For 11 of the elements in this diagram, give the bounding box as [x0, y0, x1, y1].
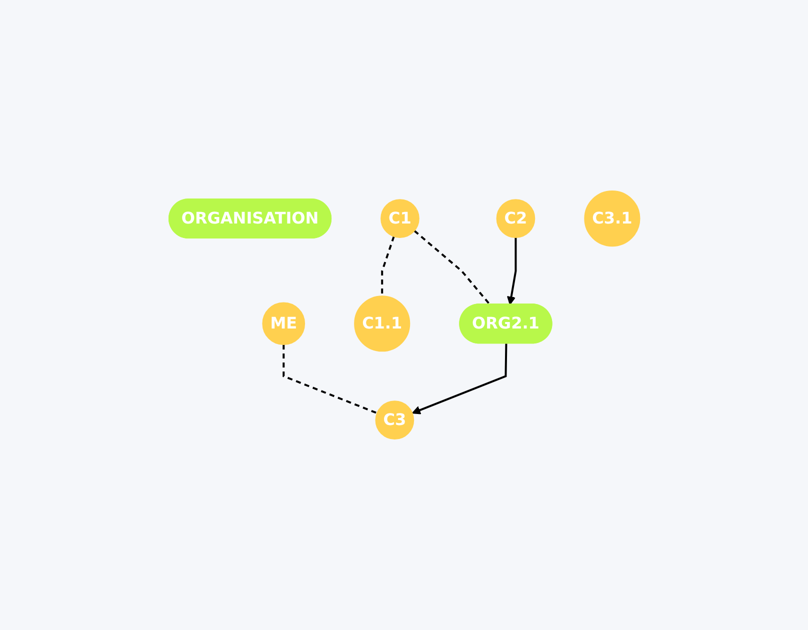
node-circle: C1.1: [354, 296, 410, 352]
node-circle: ME: [262, 302, 305, 346]
connector: [282, 344, 378, 414]
node-circle: C3: [374, 400, 414, 440]
node-circle: C2: [496, 199, 535, 238]
connector: [413, 230, 490, 306]
connector: [380, 236, 394, 296]
arrow: [506, 237, 516, 305]
node-circle: C1: [380, 199, 420, 238]
node-circle: C3.1: [584, 190, 640, 247]
arrow: [412, 344, 507, 414]
